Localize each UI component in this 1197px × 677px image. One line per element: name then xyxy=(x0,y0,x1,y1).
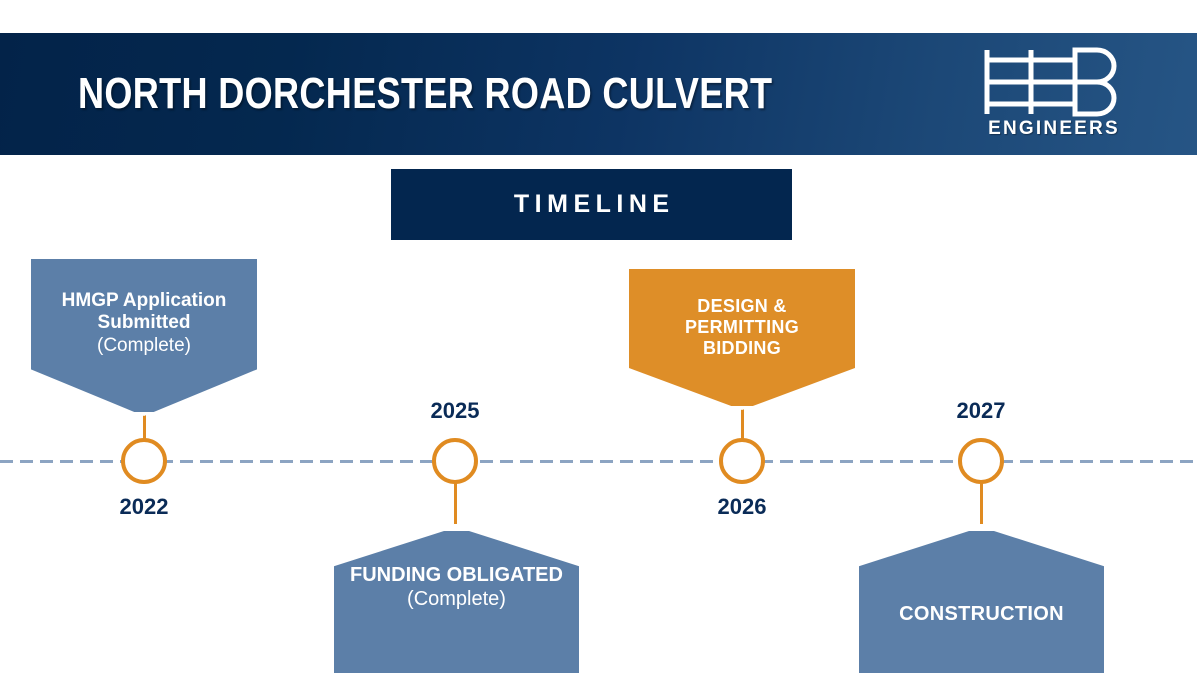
milestone-card-line: BIDDING xyxy=(702,338,782,359)
milestone-card-status: (Complete) xyxy=(407,588,506,610)
milestone-year-2025: 2025 xyxy=(430,398,480,423)
header-banner: NORTH DORCHESTER ROAD CULVERT ENGINEERS xyxy=(0,33,1197,155)
heb-monogram-icon xyxy=(984,47,1117,117)
milestone-stem-2025 xyxy=(454,480,457,524)
milestone-card-2022[interactable]: HMGP Application Submitted (Complete) xyxy=(27,255,261,416)
milestone-node-2025[interactable] xyxy=(432,438,478,484)
milestone-stem-2026 xyxy=(741,398,744,442)
milestone-year-2026: 2026 xyxy=(717,494,767,519)
milestone-node-2027[interactable] xyxy=(958,438,1004,484)
milestone-card-2026[interactable]: DESIGN & PERMITTING BIDDING xyxy=(625,265,859,410)
milestone-card-line: Submitted xyxy=(97,312,191,334)
heb-logo: ENGINEERS xyxy=(979,46,1129,142)
milestone-card-2025[interactable]: FUNDING OBLIGATED (Complete) xyxy=(330,527,583,677)
milestone-card-body: CONSTRUCTION xyxy=(899,603,1064,627)
milestone-card-body: DESIGN & PERMITTING BIDDING xyxy=(685,296,799,360)
page-title: NORTH DORCHESTER ROAD CULVERT xyxy=(78,69,925,119)
milestone-card-status: (Complete) xyxy=(97,334,191,356)
milestone-card-line: CONSTRUCTION xyxy=(899,603,1064,626)
page-title-text: NORTH DORCHESTER ROAD CULVERT xyxy=(78,69,773,118)
milestone-year-2027: 2027 xyxy=(956,398,1006,423)
heb-wordmark: ENGINEERS xyxy=(988,118,1120,139)
milestone-stem-2022 xyxy=(143,398,146,442)
milestone-card-2027[interactable]: CONSTRUCTION xyxy=(855,527,1108,677)
milestone-card-body: HMGP Application Submitted (Complete) xyxy=(62,290,227,357)
milestone-card-line: DESIGN & xyxy=(697,295,787,316)
milestone-card-body: FUNDING OBLIGATED (Complete) xyxy=(350,564,563,611)
timeline-axis xyxy=(0,460,1197,463)
milestone-node-2022[interactable] xyxy=(121,438,167,484)
milestone-stem-2027 xyxy=(980,480,983,524)
milestone-year-2022: 2022 xyxy=(119,494,169,519)
milestone-card-line: HMGP Application xyxy=(61,289,227,311)
timeline-section-header: TIMELINE xyxy=(391,169,792,240)
milestone-node-2026[interactable] xyxy=(719,438,765,484)
milestone-card-line: PERMITTING xyxy=(685,316,799,337)
milestone-card-line: FUNDING OBLIGATED xyxy=(350,564,563,587)
timeline-section-label: TIMELINE xyxy=(513,190,675,218)
